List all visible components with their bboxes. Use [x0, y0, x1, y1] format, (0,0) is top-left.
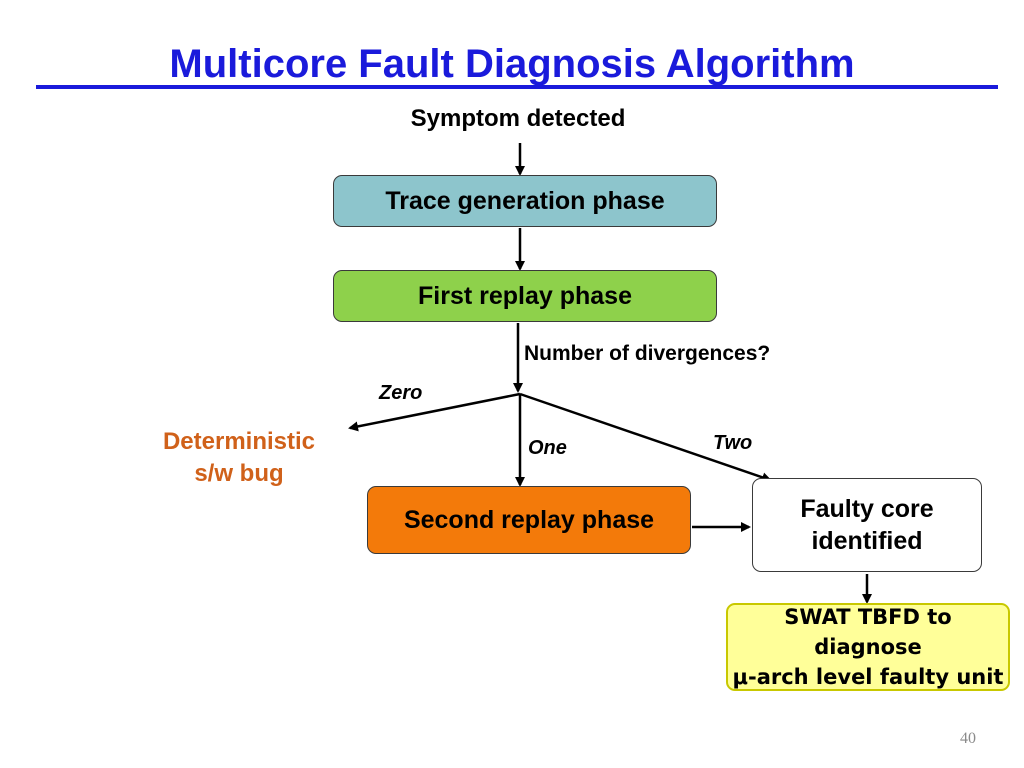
symptom-detected-label: Symptom detected: [410, 105, 626, 132]
deterministic-bug-outcome: Deterministic s/w bug: [162, 428, 316, 487]
divergence-question-label: Number of divergences?: [524, 342, 771, 365]
faulty-core-identified-box: Faulty core identified: [752, 478, 982, 572]
swat-tbfd-box: SWAT TBFD to diagnose μ-arch level fault…: [726, 603, 1010, 691]
first-replay-phase-box: First replay phase: [333, 270, 717, 322]
faulty-core-identified-label: Faulty core identified: [800, 495, 934, 555]
arrow-two-to-faulty: [519, 392, 772, 483]
second-replay-phase-box: Second replay phase: [367, 486, 691, 554]
branch-two-label: Two: [713, 432, 753, 454]
swat-tbfd-label: SWAT TBFD to diagnose μ-arch level fault…: [732, 605, 1004, 689]
branch-zero-label: Zero: [379, 382, 423, 404]
second-replay-phase-label: Second replay phase: [403, 505, 655, 534]
branch-one-label: One: [528, 437, 567, 459]
arrow-zero-to-bug: [348, 392, 521, 432]
trace-generation-phase-label: Trace generation phase: [385, 186, 665, 215]
title-underline: [36, 85, 998, 89]
page-number: 40: [960, 730, 976, 747]
trace-generation-phase-box: Trace generation phase: [333, 175, 717, 227]
first-replay-phase-label: First replay phase: [418, 281, 632, 310]
slide-title: Multicore Fault Diagnosis Algorithm: [169, 42, 855, 86]
